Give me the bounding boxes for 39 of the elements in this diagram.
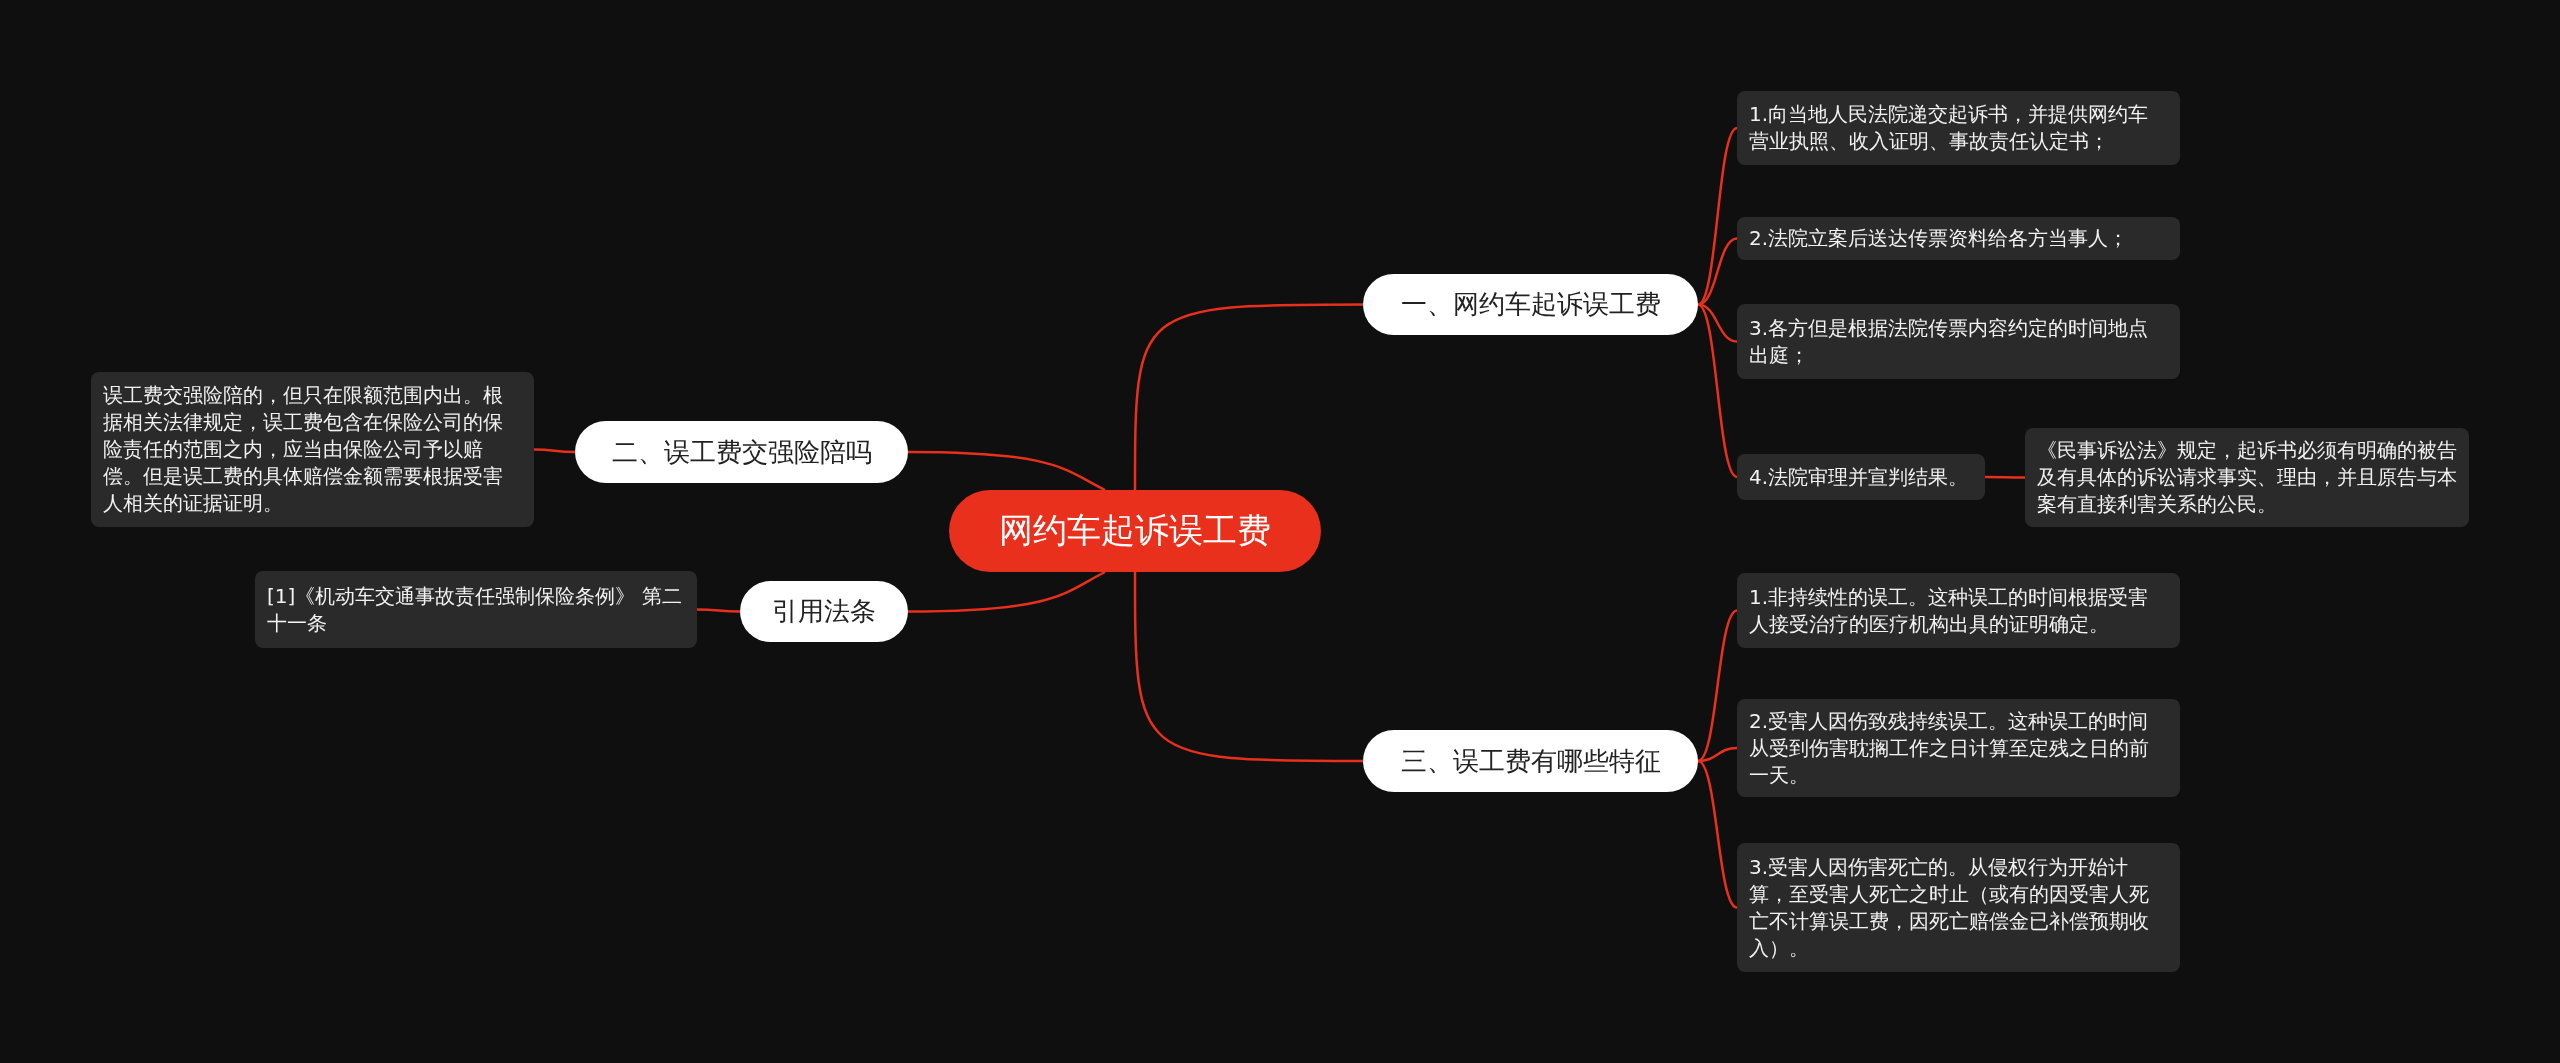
connector-line	[534, 448, 575, 454]
note-card	[1737, 454, 1985, 500]
topic-label: 引用法条	[772, 595, 876, 628]
connector-line	[1697, 127, 1738, 306]
connector-line	[908, 570, 1106, 613]
note-text: 3.受害人因伤害死亡的。从侵权行为开始计算，至受害人死亡之时止（或有的因受害人死亡不计算误工费，因死亡赔偿金已补偿预期收入）。	[1749, 853, 2150, 962]
note-text: 2.受害人因伤致残持续误工。这种误工的时间从受到伤害耽搁工作之日计算至定残之日的前一天。	[1749, 707, 2150, 789]
note-text: 1.非持续性的误工。这种误工的时间根据受害人接受治疗的医疗机构出具的证明确定。	[1749, 583, 2150, 638]
connector-line	[697, 608, 740, 613]
note-text: 3.各方但是根据法院传票内容约定的时间地点出庭；	[1749, 314, 2150, 369]
topic-label: 网约车起诉误工费	[999, 509, 1271, 552]
note-card	[91, 372, 534, 527]
connector-line	[1697, 303, 1738, 478]
topic-pill	[1363, 274, 1698, 335]
connector-line	[1697, 609, 1738, 763]
connector-line	[1985, 475, 2025, 479]
note-card	[1737, 91, 2180, 165]
connector-line	[1697, 746, 1738, 763]
connector-line	[1133, 572, 1363, 763]
topic-pill	[740, 581, 908, 642]
note-text: 1.向当地人民法院递交起诉书，并提供网约车营业执照、收入证明、事故责任认定书；	[1749, 101, 2150, 155]
note-card	[1737, 573, 2180, 648]
connector-line	[1133, 303, 1363, 490]
note-text: 4.法院审理并宣判结果。	[1749, 463, 1970, 491]
topic-label: 三、误工费有哪些特征	[1400, 744, 1661, 778]
connector-line	[908, 450, 1106, 492]
topic-label: 一、网约车起诉误工费	[1400, 288, 1661, 321]
note-card	[1737, 843, 2180, 972]
note-card	[2025, 428, 2469, 527]
note-card	[255, 571, 697, 648]
note-card	[1737, 304, 2180, 379]
note-text: 误工费交强险陪的，但只在限额范围内出。根据相关法律规定，误工费包含在保险公司的保险责任的范围之内，应当由保险公司予以赔偿。但是误工费的具体赔偿金额需要根据受害人相关的证据证明。	[103, 382, 504, 517]
note-card	[1737, 699, 2180, 797]
connector-line	[1697, 759, 1738, 909]
note-text: 《民事诉讼法》规定，起诉书必须有明确的被告及有具体的诉讼请求事实、理由，并且原告与本案有直接利害关系的公民。	[2037, 437, 2457, 518]
note-text: 2.法院立案后送达传票资料给各方当事人；	[1749, 225, 2130, 252]
note-card	[1737, 217, 2180, 260]
note-text: [1]《机动车交通事故责任强制保险条例》 第二十一条	[267, 582, 683, 637]
topic-label: 二、误工费交强险陪吗	[611, 435, 872, 469]
